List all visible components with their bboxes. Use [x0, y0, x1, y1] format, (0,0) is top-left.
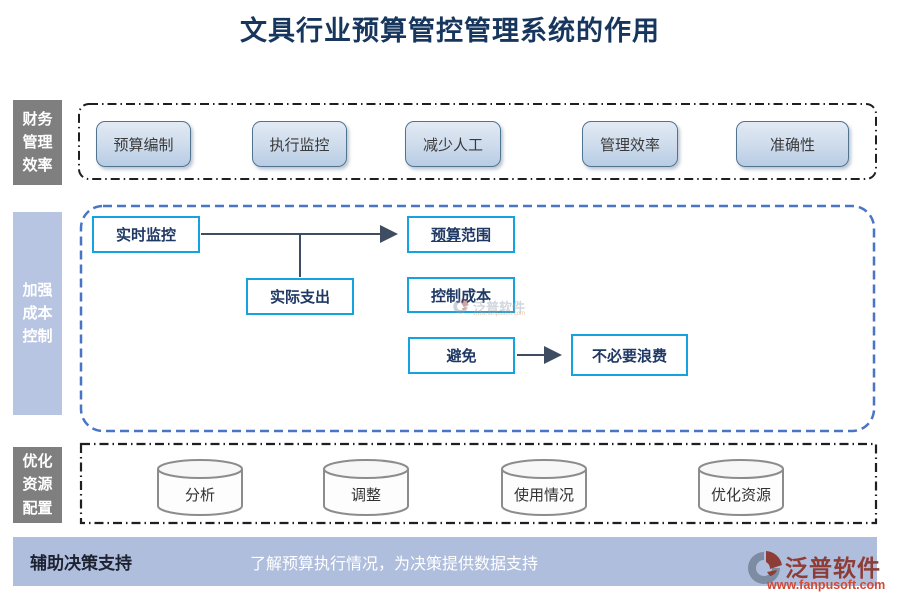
watermark: 泛普软件 www.fanpusoft.com	[452, 297, 552, 321]
cylinder-icon	[157, 459, 243, 516]
row2-container-border	[79, 204, 876, 433]
budget-scope-rest: 范围	[461, 227, 492, 244]
row1-container-border	[78, 103, 877, 180]
node-actual-expenditure: 实际支出	[246, 278, 354, 315]
cylinder-label: 优化资源	[710, 487, 771, 504]
cylinder-label: 使用情况	[513, 487, 574, 504]
node-realtime-monitoring: 实时监控	[92, 216, 200, 253]
button-budget-preparation: 预算编制	[96, 121, 191, 167]
button-reduce-labor: 减少人工	[405, 121, 501, 167]
watermark-logo-icon	[453, 298, 469, 314]
cylinder-icon	[698, 459, 784, 516]
cylinder-label: 调整	[350, 487, 381, 504]
brand-logo-icon	[748, 551, 782, 584]
node-unnecessary-waste: 不必要浪费	[571, 334, 688, 376]
footer-label: 辅助决策支持	[30, 554, 132, 573]
node-avoid: 避免	[408, 337, 515, 374]
cylinder-adjustment: 调整	[323, 459, 409, 517]
row1-label: 财务管理效率	[13, 100, 62, 185]
brand-logo[interactable]: 泛普软件 www.fanpusoft.com	[745, 547, 897, 597]
footer-bar: 辅助决策支持 了解预算执行情况，为决策提供数据支持	[13, 537, 877, 586]
watermark-brand-url: www.fanpusoft.com	[473, 311, 526, 317]
brand-url[interactable]: www.fanpusoft.com	[767, 578, 886, 592]
button-management-efficiency: 管理效率	[582, 121, 678, 167]
cylinder-usage: 使用情况	[501, 459, 587, 517]
row2-label: 加强成本控制	[13, 212, 62, 415]
cylinder-label: 分析	[184, 487, 215, 504]
budget-scope-link[interactable]: 预算	[430, 227, 461, 244]
brand-name: 泛普软件	[785, 555, 881, 581]
watermark-brand-name: 泛普软件	[473, 300, 526, 315]
cylinder-icon	[501, 459, 587, 516]
footer-message: 了解预算执行情况，为决策提供数据支持	[250, 556, 539, 573]
cylinder-analysis: 分析	[157, 459, 243, 517]
cylinder-icon	[323, 459, 409, 516]
button-execution-monitoring: 执行监控	[252, 121, 347, 167]
row3-label: 优化资源配置	[13, 447, 62, 523]
row3-container-border	[79, 442, 878, 525]
button-accuracy: 准确性	[736, 121, 849, 167]
node-budget-scope: 预算范围	[407, 216, 515, 253]
page-title: 文具行业预算管控管理系统的作用	[240, 16, 660, 46]
cylinder-optimize-resources: 优化资源	[698, 459, 784, 517]
node-control-cost: 控制成本	[407, 277, 515, 313]
